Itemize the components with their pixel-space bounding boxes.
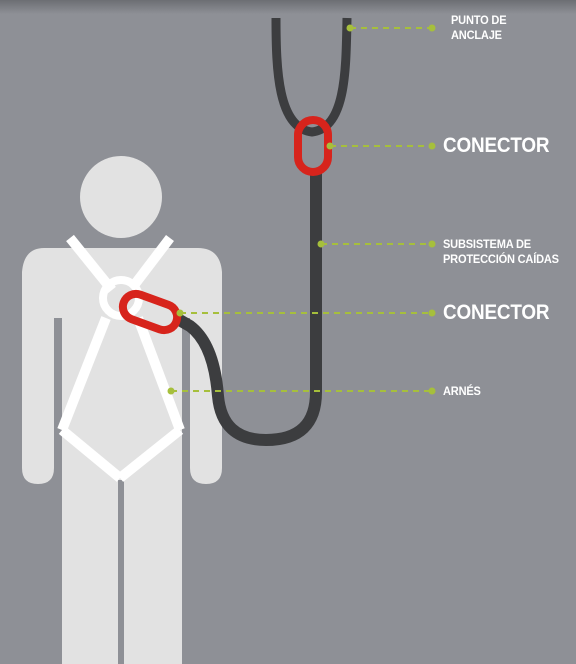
leader-dot [347, 25, 354, 32]
label-connector-top-text: CONECTOR [443, 134, 549, 157]
leader-dot [429, 310, 436, 317]
leader-dot [327, 143, 334, 150]
label-harness: ARNÉS [443, 384, 481, 399]
leader-dot [168, 388, 175, 395]
human-figure [22, 156, 222, 664]
leader-dot [429, 25, 436, 32]
label-anchor-point-line2: ANCLAJE [451, 28, 506, 43]
label-fall-protection-line1: SUBSISTEMA DE [443, 237, 559, 252]
label-fall-protection-line2: PROTECCIÓN CAÍDAS [443, 252, 559, 267]
label-anchor-point-line1: PUNTO DE [451, 13, 506, 28]
connectors [119, 120, 328, 334]
leader-dot [177, 310, 184, 317]
label-harness-text: ARNÉS [443, 384, 481, 398]
figure-head [80, 156, 162, 238]
leader-dot [318, 241, 325, 248]
leader-dot [429, 143, 436, 150]
leader-dot [429, 241, 436, 248]
label-connector-bottom: CONECTOR [443, 301, 549, 325]
label-connector-top: CONECTOR [443, 134, 549, 158]
anchor-sling [276, 18, 347, 132]
label-anchor-point: PUNTO DE ANCLAJE [451, 13, 506, 43]
label-connector-bottom-text: CONECTOR [443, 301, 549, 324]
label-fall-protection: SUBSISTEMA DE PROTECCIÓN CAÍDAS [443, 237, 559, 267]
leader-dot [429, 388, 436, 395]
